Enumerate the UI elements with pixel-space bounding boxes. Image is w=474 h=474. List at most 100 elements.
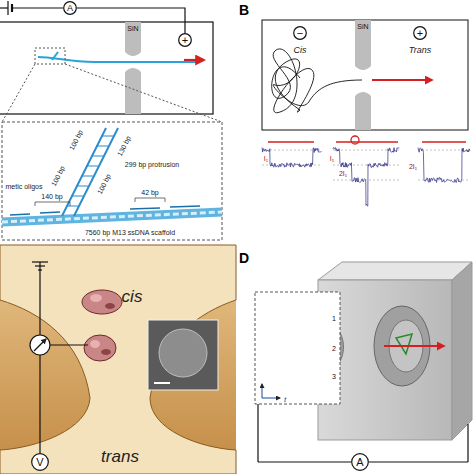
- ammeter-symbol: A: [63, 1, 77, 15]
- node-text: −: [297, 28, 303, 39]
- annotation-label: Trans: [409, 46, 431, 55]
- annotation-label: 299 bp protrusion: [125, 161, 179, 168]
- voltmeter-symbol: V: [31, 453, 49, 471]
- battery-symbol: [0, 7, 8, 8]
- scaffold-band: [2, 212, 222, 222]
- helix-protrusion: [71, 196, 83, 197]
- oligo-marks: [10, 214, 30, 215]
- oligo-marks: [10, 206, 200, 215]
- circle-outline: [294, 27, 307, 40]
- node-text: +: [182, 35, 188, 46]
- dna-sketch: [422, 141, 466, 143]
- circuit-wire: [39, 262, 40, 335]
- dna-protrusion: [52, 52, 58, 60]
- annotation-label: 1: [332, 315, 336, 322]
- circuit-wire: [39, 355, 40, 453]
- scaffold-band: [2, 212, 222, 222]
- wire-connector: [77, 8, 185, 33]
- protein: [90, 294, 102, 302]
- electrode-symbol: +: [178, 33, 192, 47]
- annotation-label: 3: [332, 373, 336, 380]
- zoom-leader: [2, 64, 35, 122]
- current-trace: [262, 148, 321, 168]
- circuit-wire: [257, 404, 258, 462]
- panel-letter: B: [239, 3, 249, 17]
- tem-inset: [159, 329, 207, 377]
- oligo-marks: [130, 208, 160, 209]
- annotation-label: 2I₁: [339, 170, 347, 177]
- pore-cavity: [0, 245, 236, 474]
- circuit-wire: [369, 461, 468, 462]
- annotation-label: Cis: [294, 46, 307, 55]
- electrode-symbol: −: [293, 26, 307, 40]
- annotation-label: 100 bp: [50, 165, 66, 187]
- helix-protrusion: [91, 156, 103, 157]
- circle-outline: [64, 2, 77, 15]
- cone-tip: [396, 334, 412, 354]
- protein: [82, 290, 122, 314]
- annotation-label: 140 bp: [41, 193, 62, 200]
- ammeter-symbol: [30, 335, 50, 355]
- annotation-label: 2I₁: [409, 163, 417, 170]
- annotation-label: 130 bp: [116, 135, 132, 157]
- dimension-brackets: [135, 198, 165, 202]
- circle-outline: [32, 454, 49, 471]
- oligo-marks: [170, 206, 200, 207]
- dna-knot: [351, 136, 359, 144]
- annotation-label: 7560 bp M13 ssDNA scaffold: [85, 229, 175, 236]
- circuit-wire: [258, 404, 468, 462]
- tem-inset: [154, 382, 170, 384]
- ammeter-symbol: [34, 339, 46, 351]
- annotation-label: 100 bp: [96, 173, 112, 195]
- circuit-wire: [50, 344, 88, 345]
- circuit-wire: [32, 262, 88, 453]
- node-text: SiN: [127, 25, 138, 32]
- node-text: +: [417, 28, 423, 39]
- membrane-lower: [125, 68, 141, 114]
- protein: [90, 340, 100, 348]
- node-text: V: [36, 457, 43, 468]
- membrane-tip: [125, 48, 141, 56]
- node-text: SiN: [357, 23, 368, 30]
- membrane-lower: [355, 92, 371, 130]
- protein: [82, 290, 122, 314]
- annotation-label: 100 bp: [68, 129, 84, 151]
- protein: [84, 335, 116, 361]
- battery-symbol: [7, 1, 8, 15]
- helix-protrusion: [62, 128, 118, 216]
- helix-protrusion: [81, 176, 93, 177]
- panel-letter: D: [239, 251, 249, 265]
- membrane-pillar: SiN: [125, 22, 141, 48]
- protein: [101, 349, 111, 355]
- dimension-brackets: [35, 202, 70, 206]
- level-guide: [333, 180, 400, 181]
- tem-inset: [148, 320, 218, 390]
- block-top: [318, 262, 472, 280]
- helix-protrusion: [86, 166, 98, 167]
- annotation-label: cis: [122, 288, 143, 305]
- membrane-body: [0, 245, 236, 474]
- fluid-chamber: [0, 22, 213, 114]
- zoom-leader: [2, 64, 222, 122]
- circuit-wire: [35, 265, 45, 266]
- protein: [84, 335, 116, 361]
- dna-sketch: [336, 141, 398, 143]
- annotation-label: 42 bp: [141, 189, 159, 196]
- scaffold-band: [2, 212, 222, 222]
- annotation-label: metic oligos: [6, 183, 43, 190]
- battery-symbol: [0, 1, 63, 15]
- zoom-box: [35, 48, 65, 64]
- block-side: [452, 262, 472, 440]
- axis-arrows: [262, 398, 280, 399]
- helix-protrusion: [76, 186, 88, 187]
- circuit-wire: [32, 261, 48, 262]
- helix-protrusion: [74, 128, 118, 216]
- annotation-label: I₁: [264, 155, 268, 162]
- ammeter-symbol: A: [351, 453, 369, 471]
- protein: [105, 303, 115, 309]
- inset-frame: [2, 122, 222, 240]
- circuit-wire: [467, 424, 468, 462]
- annotation-label: trans: [101, 448, 139, 465]
- helix-protrusion: [66, 206, 78, 207]
